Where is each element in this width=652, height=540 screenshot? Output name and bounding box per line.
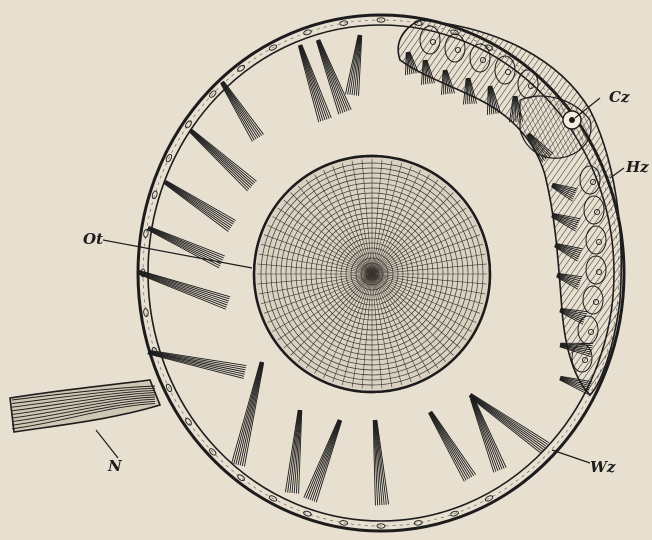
label-wz: Wz [590, 460, 615, 475]
label-n: N [108, 459, 122, 474]
label-cz: Cz [609, 90, 629, 105]
otolith [252, 154, 492, 394]
label-ot: Ot [83, 232, 103, 247]
leader-n [96, 430, 118, 458]
leader-wz [552, 450, 590, 463]
auditory-nerve [10, 380, 160, 432]
label-hz: Hz [626, 160, 649, 175]
